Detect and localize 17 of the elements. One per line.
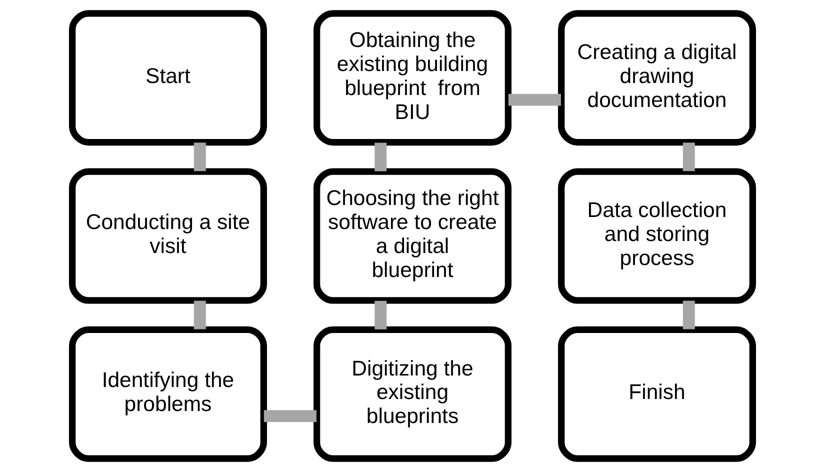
node-box: Start bbox=[68, 10, 266, 146]
node-box: Data collection and storing process bbox=[558, 168, 756, 304]
connector bbox=[682, 142, 694, 172]
node-box: Obtaining the existing building blueprint from BIU bbox=[313, 10, 511, 146]
node-box: Conducting a site visit bbox=[68, 168, 266, 304]
connector bbox=[193, 142, 206, 172]
node-box: Finish bbox=[558, 326, 756, 462]
connector bbox=[682, 300, 694, 330]
node-box: Choosing the right software to create a digital blueprint bbox=[313, 168, 511, 304]
node-box: Creating a digital drawing documentation bbox=[558, 10, 756, 146]
node-box: Digitizing the existing blueprints bbox=[313, 326, 511, 462]
connector bbox=[374, 142, 386, 172]
connector bbox=[193, 300, 206, 330]
connector bbox=[263, 410, 316, 422]
node-box: Identifying the problems bbox=[68, 326, 266, 462]
connector bbox=[508, 94, 560, 106]
connector bbox=[374, 300, 386, 330]
